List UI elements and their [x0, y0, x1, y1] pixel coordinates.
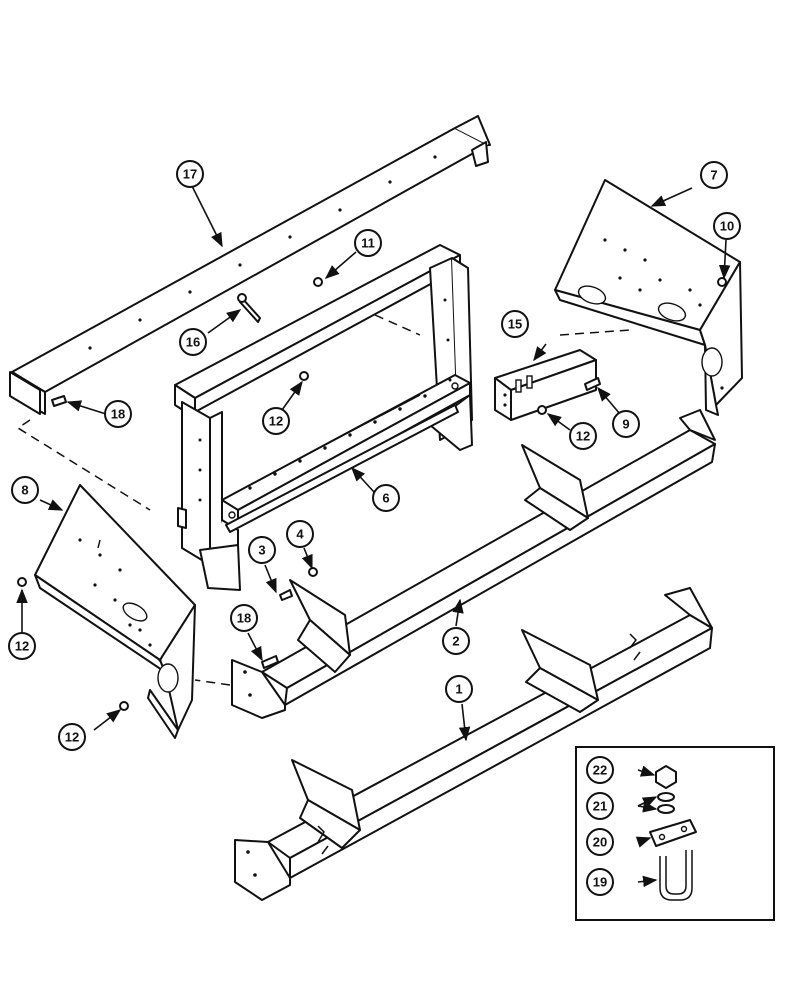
callout-label: 7	[710, 168, 717, 183]
callout-label: 22	[593, 763, 607, 778]
callout-label: 2	[452, 634, 459, 649]
callout-18-upper: 18	[104, 400, 132, 428]
callout-label: 15	[508, 317, 522, 332]
callout-12-center: 12	[262, 407, 290, 435]
leader-lines	[16, 185, 731, 742]
callout-12-left: 12	[8, 632, 36, 660]
callout-label: 20	[593, 835, 607, 850]
callout-7: 7	[700, 161, 728, 189]
callout-19: 19	[586, 868, 614, 896]
callout-label: 1	[455, 682, 462, 697]
callout-label: 12	[269, 414, 283, 429]
callout-18-lower: 18	[230, 604, 258, 632]
callout-6: 6	[372, 484, 400, 512]
callout-2: 2	[442, 627, 470, 655]
callout-16: 16	[179, 328, 207, 356]
callout-9: 9	[612, 410, 640, 438]
callout-3: 3	[248, 536, 276, 564]
part-15-bracket-plate	[494, 349, 597, 421]
assembly-lines	[16, 314, 631, 686]
part-8-left-plate	[34, 484, 196, 739]
callout-17: 17	[176, 160, 204, 188]
callout-label: 12	[65, 730, 79, 745]
callout-1: 1	[445, 675, 473, 703]
callout-label: 12	[576, 429, 590, 444]
callout-22: 22	[586, 756, 614, 784]
callout-label: 12	[15, 639, 29, 654]
part-6-frame	[174, 244, 473, 591]
callout-label: 4	[296, 527, 304, 542]
callout-label: 3	[258, 543, 265, 558]
callout-label: 10	[720, 219, 734, 234]
callout-12-right: 12	[569, 422, 597, 450]
callout-label: 11	[361, 236, 375, 251]
callout-label: 21	[593, 799, 607, 814]
callout-label: 18	[237, 611, 251, 626]
callout-label: 8	[21, 483, 28, 498]
callout-label: 18	[111, 407, 125, 422]
part-17-upper-beam	[9, 115, 491, 415]
part-2-middle-tube	[231, 409, 716, 719]
callout-label: 16	[186, 335, 200, 350]
part-7-right-plate	[554, 179, 743, 416]
callout-20: 20	[586, 828, 614, 856]
callout-label: 17	[183, 167, 197, 182]
hardware-inset	[575, 746, 775, 921]
callout-12-lower-left: 12	[58, 723, 86, 751]
callout-4: 4	[286, 520, 314, 548]
part-1-front-tube	[234, 587, 713, 901]
callout-label: 9	[622, 417, 629, 432]
callout-8: 8	[11, 476, 39, 504]
callout-10: 10	[713, 212, 741, 240]
callout-11: 11	[354, 229, 382, 257]
callout-15: 15	[501, 310, 529, 338]
callout-label: 19	[593, 875, 607, 890]
callout-21: 21	[586, 792, 614, 820]
callout-label: 6	[382, 491, 389, 506]
